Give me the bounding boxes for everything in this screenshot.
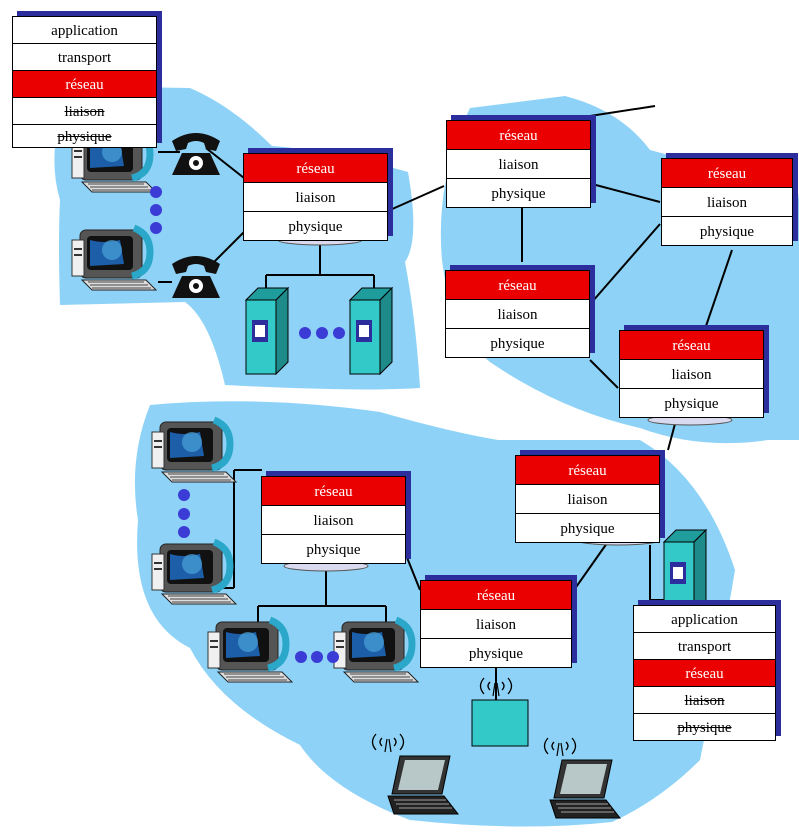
physical-layer: physique xyxy=(243,211,388,241)
physical-layer: physique xyxy=(261,534,406,564)
router-protocol-stack: réseau liaison physique xyxy=(446,115,596,208)
link-layer: liaison xyxy=(619,359,764,389)
host-protocol-stack: application transport réseau liaison phy… xyxy=(633,600,781,741)
link-layer: liaison xyxy=(633,686,776,714)
network-layer: réseau xyxy=(445,270,590,300)
network-layer: réseau xyxy=(261,476,406,506)
host-protocol-stack: application transport réseau liaison phy… xyxy=(12,11,162,148)
physical-layer: physique xyxy=(445,328,590,358)
network-layer: réseau xyxy=(420,580,572,610)
router-protocol-stack: réseau liaison physique xyxy=(243,148,393,241)
network-layer: réseau xyxy=(619,330,764,360)
application-layer: application xyxy=(12,16,157,44)
link-layer: liaison xyxy=(243,182,388,212)
ellipsis-dots-icon xyxy=(178,489,190,538)
network-layer: réseau xyxy=(243,153,388,183)
link-layer: liaison xyxy=(446,149,591,179)
server-icon xyxy=(349,287,393,375)
link-layer: liaison xyxy=(261,505,406,535)
network-layer: réseau xyxy=(633,659,776,687)
transport-layer: transport xyxy=(633,632,776,660)
physical-layer: physique xyxy=(446,178,591,208)
physical-layer: physique xyxy=(633,713,776,741)
ellipsis-dots-icon xyxy=(150,186,162,234)
router-protocol-stack: réseau liaison physique xyxy=(619,325,769,418)
ellipsis-dots-icon xyxy=(295,651,339,663)
router-protocol-stack: réseau liaison physique xyxy=(261,471,411,564)
router-protocol-stack: réseau liaison physique xyxy=(515,450,665,543)
physical-layer: physique xyxy=(619,388,764,418)
router-protocol-stack: réseau liaison physique xyxy=(445,265,595,358)
physical-layer: physique xyxy=(12,124,157,148)
link-layer: liaison xyxy=(445,299,590,329)
ellipsis-dots-icon xyxy=(299,327,345,339)
router-protocol-stack: réseau liaison physique xyxy=(420,575,577,668)
wireless-access-point-icon xyxy=(471,699,529,747)
network-layer: réseau xyxy=(515,455,660,485)
link-layer: liaison xyxy=(515,484,660,514)
link-layer: liaison xyxy=(661,187,793,217)
router-protocol-stack: réseau liaison physique xyxy=(661,153,798,246)
physical-layer: physique xyxy=(515,513,660,543)
link-layer: liaison xyxy=(12,97,157,125)
physical-layer: physique xyxy=(420,638,572,668)
physical-layer: physique xyxy=(661,216,793,246)
transport-layer: transport xyxy=(12,43,157,71)
network-layer: réseau xyxy=(12,70,157,98)
network-layer: réseau xyxy=(661,158,793,188)
link-layer: liaison xyxy=(420,609,572,639)
application-layer: application xyxy=(633,605,776,633)
network-layer: réseau xyxy=(446,120,591,150)
server-icon xyxy=(245,287,289,375)
